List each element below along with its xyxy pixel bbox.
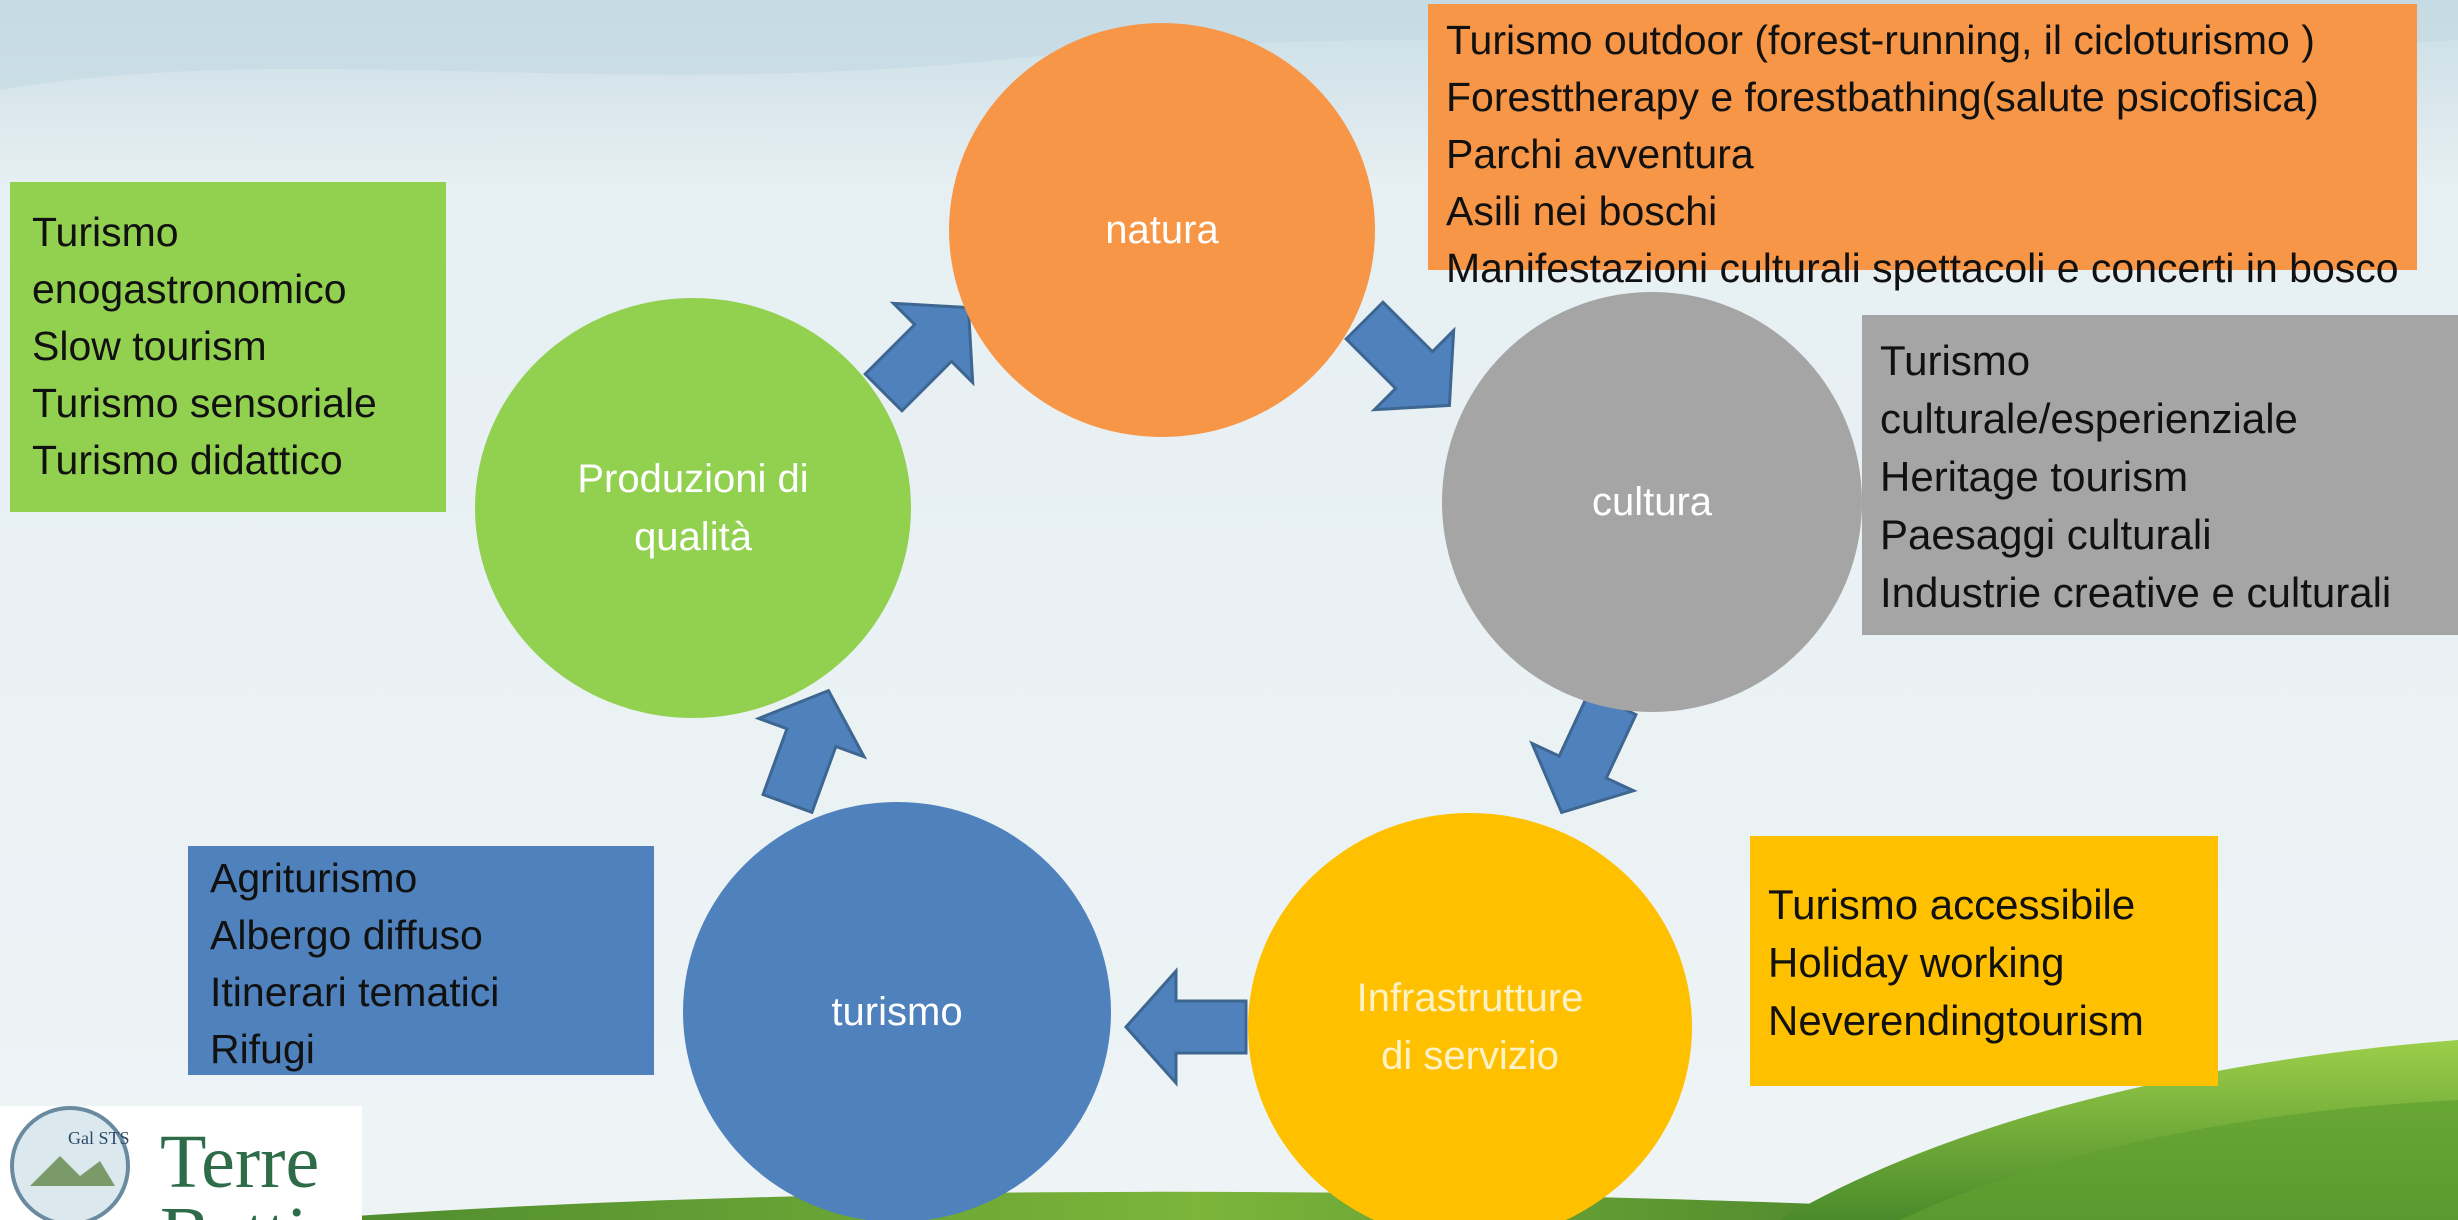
box-line: Industrie creative e culturali: [1880, 569, 2392, 616]
circle-label-line: turismo: [831, 990, 963, 1034]
box-line: Albergo diffuso: [210, 912, 483, 958]
circle-label-line: di servizio: [1381, 1034, 1559, 1078]
box-line: Rifugi: [210, 1026, 315, 1072]
label-produzioni: Produzioni di qualità: [577, 450, 808, 566]
circle-label-line: cultura: [1591, 480, 1713, 524]
logo-wordmark: TerreBetti: [160, 1120, 320, 1220]
logo-wordmark-line: Terre: [160, 1120, 320, 1204]
box-line: Agriturismo: [210, 855, 418, 901]
logo-emblem-text: Gal STS: [68, 1128, 130, 1148]
circle-label-line: Produzioni di: [577, 457, 809, 501]
box-line: Holiday working: [1768, 939, 2065, 986]
box-line: Turismo: [1880, 337, 2031, 384]
box-line: Turismo: [32, 209, 179, 255]
box-line: culturale/esperienziale: [1880, 395, 2298, 442]
logo-wordmark-line: Betti: [160, 1196, 319, 1220]
circle-infrastrutture: [1248, 813, 1692, 1220]
arrow-produzioni-to-natura: [863, 301, 975, 413]
box-line: Turismo outdoor (forest-running, il cicl…: [1446, 17, 2315, 63]
arrow-cultura-to-infrastrutture: [1529, 690, 1638, 815]
circle-label-line: Infrastrutture: [1356, 976, 1584, 1020]
box-line: Itinerari tematici: [210, 969, 500, 1015]
box-line: Asili nei boschi: [1446, 188, 1718, 234]
circle-cultura: [1442, 292, 1862, 712]
box-line: Neverendingtourism: [1768, 997, 2144, 1044]
box-line: Paesaggi culturali: [1880, 511, 2212, 558]
box-line: enogastronomico: [32, 266, 347, 312]
box-line: Turismo sensoriale: [32, 380, 377, 426]
label-turismo: turismo: [831, 983, 962, 1041]
box-line: Parchi avventura: [1446, 131, 1754, 177]
box-line: Turismo didattico: [32, 437, 343, 483]
arrow-turismo-to-produzioni: [754, 688, 868, 815]
circle-label-line: qualità: [634, 515, 752, 559]
label-cultura: cultura: [1592, 473, 1712, 531]
circle-label-line: natura: [1105, 208, 1219, 252]
box-natura: Turismo outdoor (forest-running, il cicl…: [1428, 4, 2417, 291]
logo: TerreBetti Gal STS: [0, 1106, 362, 1220]
circle-turismo: [683, 802, 1111, 1220]
logo-emblem-icon: Gal STS: [10, 1106, 130, 1220]
box-line: Slow tourism: [32, 323, 267, 369]
label-natura: natura: [1105, 201, 1218, 259]
box-line: Turismo accessibile: [1768, 881, 2136, 928]
circle-produzioni: [475, 298, 911, 718]
circle-natura: [949, 23, 1375, 437]
arrow-infrastrutture-to-turismo: [1123, 967, 1248, 1087]
box-line: Heritage tourism: [1880, 453, 2189, 500]
label-infrastrutture: Infrastrutture di servizio: [1357, 969, 1584, 1085]
box-line: Foresttherapy e forestbathing(salute psi…: [1446, 74, 2319, 120]
box-line: Manifestazioni culturali spettacoli e co…: [1446, 245, 2399, 291]
arrow-natura-to-cultura: [1344, 300, 1456, 412]
logo-emblem: Gal STS: [10, 1106, 130, 1220]
